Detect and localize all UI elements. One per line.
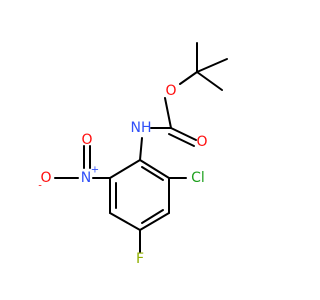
charge-o-minus: - [38,181,42,192]
bond-ring-inner-c3-c4 [141,209,164,224]
bond-ring-c6-c1 [109,159,141,179]
bond-cq-methyl-bottom [196,71,223,91]
atom-o-ester: O [165,83,176,99]
bond-ccarbonyl-ocarbonyl-b [168,133,195,147]
atom-o-carbonyl: O [196,134,207,150]
bond-layer [54,42,228,253]
atom-o-nitro-top: O [81,132,92,148]
atom-f: F [136,251,144,267]
atom-nh: NH [131,120,152,136]
bond-ring-inner-c1-c2 [141,166,164,181]
bond-ccarbonyl-ocarbonyl-a [170,127,197,141]
bond-ring-c3-c4 [139,212,170,231]
atom-cl: Cl [191,170,205,186]
atom-label-layer: NH O O Cl N + O O - F [38,83,207,267]
charge-n-plus: + [91,165,99,176]
atom-o-nitro-left: O [40,170,51,186]
bond-ring-c1-c2 [139,159,170,179]
bond-cq-oester [179,71,198,85]
bond-oester-ccarbonyl [164,97,172,129]
molecule-structure: NH O O Cl N + O O - F [38,42,228,267]
atom-n-nitro: N [81,170,91,186]
bond-ring-c4-c5 [109,212,141,231]
bond-cq-methyl-right [196,58,228,73]
bond-nh-ring-c1 [139,137,143,161]
